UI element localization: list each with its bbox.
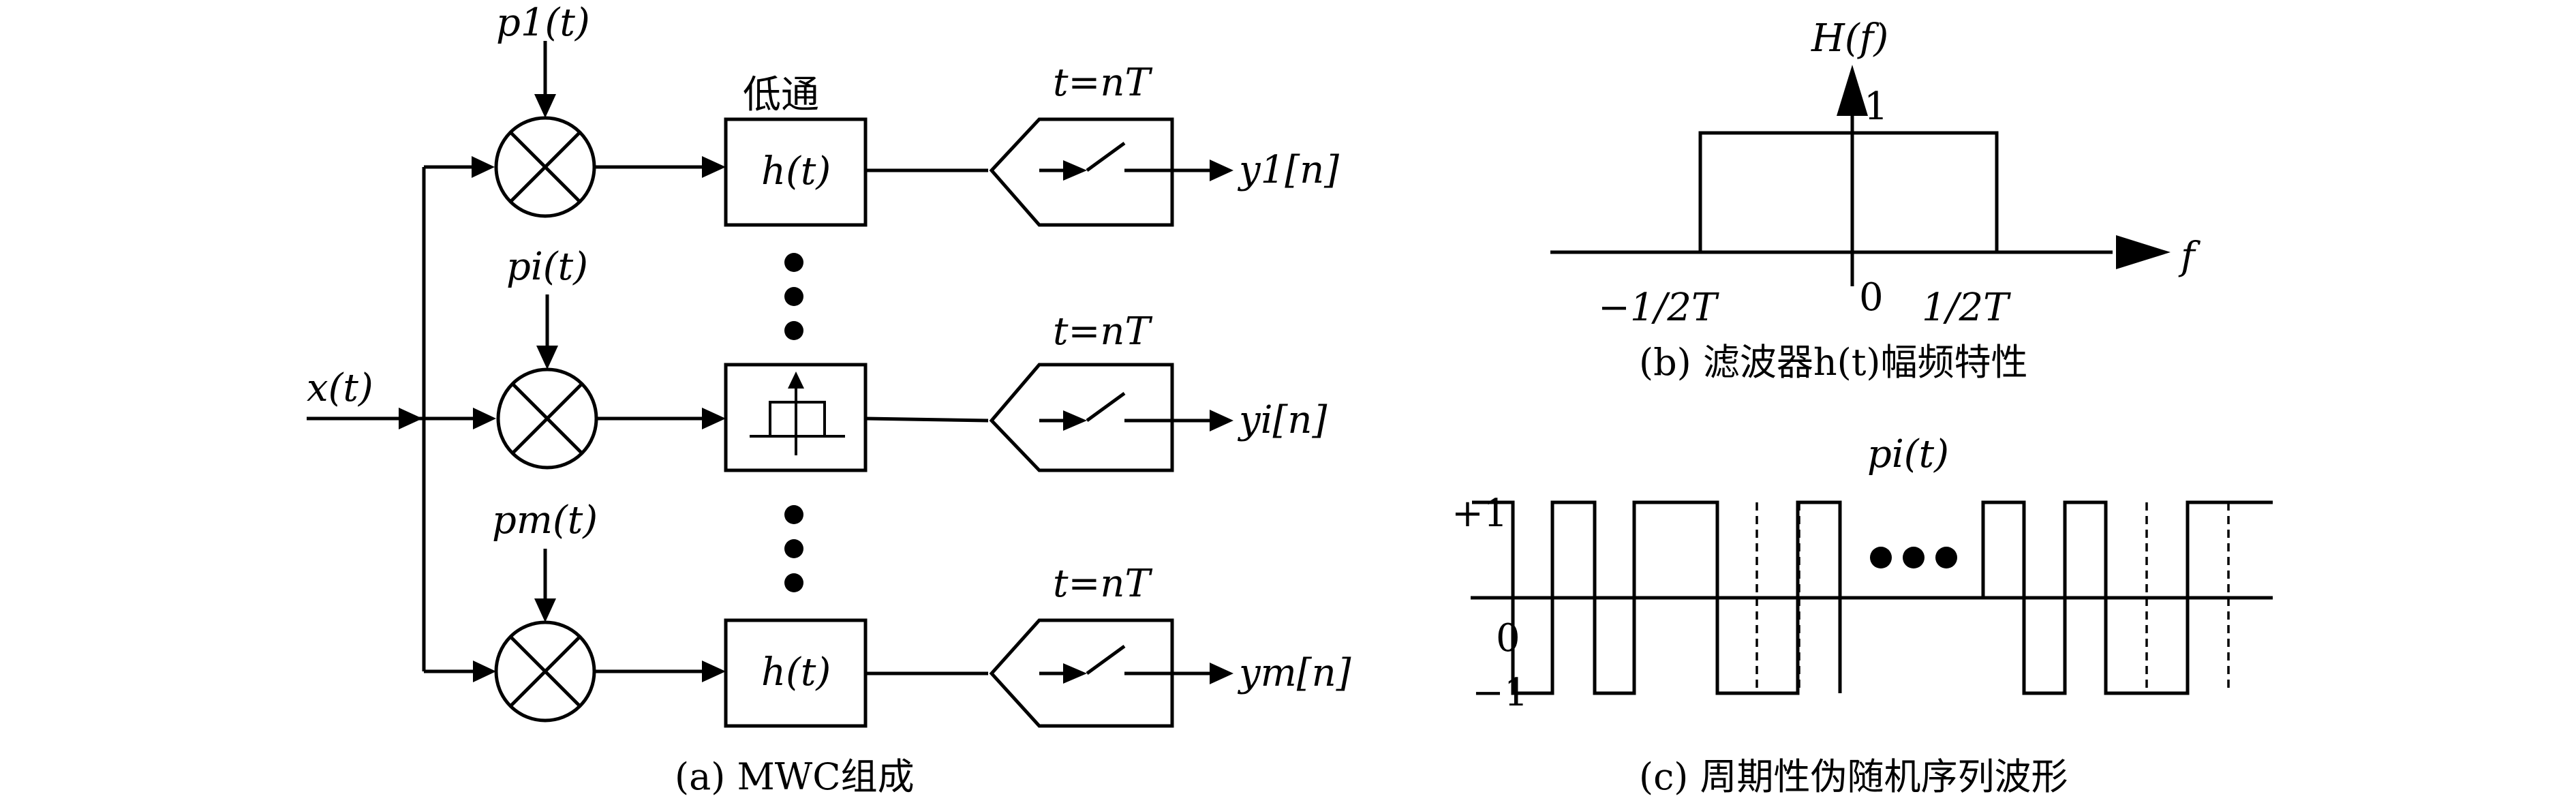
tick-left: −1/2T [1598, 286, 1719, 330]
sampler-i-label: t=nT [1053, 309, 1152, 354]
tick-origin: 0 [1859, 275, 1884, 320]
input-label: x(t) [307, 366, 373, 410]
h-axis-label: H(f) [1811, 16, 1888, 61]
caption-c: (c) 周期性伪随机序列波形 [1639, 755, 2068, 798]
level-high-label: +1 [1452, 491, 1508, 536]
sampler-m-label: t=nT [1053, 562, 1152, 606]
ellipsis-dot [1903, 547, 1925, 568]
output-i-label: yi[n] [1237, 398, 1327, 442]
ellipsis-dot [784, 505, 803, 524]
channel-m: pm(t) h(t) t=nT ym[n] [424, 498, 1351, 728]
f-axis-label: f [2178, 234, 2201, 279]
waveform-right [1981, 500, 2273, 695]
sampler-i [989, 363, 1174, 472]
ellipsis-dot [784, 287, 803, 306]
mixer-1-label: p1(t) [496, 1, 590, 45]
waveform-title: pi(t) [1867, 432, 1949, 476]
input-arrow [399, 408, 423, 429]
output-m-label: ym[n] [1237, 651, 1351, 695]
ellipsis-dot [1935, 547, 1957, 568]
lowpass-symbol [750, 371, 845, 455]
channel-1: p1(t) h(t) 低通 t=nT y1[n] [424, 1, 1339, 227]
filter-m-label: h(t) [761, 650, 831, 695]
ellipsis-dot [784, 253, 803, 272]
lowpass-label: 低通 [743, 73, 819, 117]
mixer-i-label: pi(t) [506, 245, 588, 289]
tick-right: 1/2T [1922, 286, 2011, 330]
ellipsis-dot [1870, 547, 1892, 568]
level-zero-label: 0 [1496, 616, 1520, 660]
caption-b: (b) 滤波器h(t)幅频特性 [1639, 341, 2027, 384]
panel-a-mwc-block-diagram: x(t) p1(t) h(t) 低通 t=nT y1[n [307, 1, 1351, 798]
passband-rect [1698, 131, 1999, 252]
output-1-label: y1[n] [1237, 148, 1339, 192]
ellipsis-dot [784, 573, 803, 592]
sampler-1-label: t=nT [1053, 61, 1152, 105]
lowpass-filter-i [724, 363, 868, 472]
waveform-left [1472, 500, 1842, 695]
h-axis-arrow [1837, 65, 1868, 116]
mixer-m-label: pm(t) [492, 498, 598, 543]
channel-i: pi(t) t=nT yi[n] [424, 245, 1327, 472]
f-axis-arrow [2116, 235, 2171, 269]
panel-b-filter-response: H(f) 1 f −1/2T 0 1/2T (b) 滤波器h(t)幅频特性 [1550, 16, 2201, 384]
panel-c-pn-waveform: pi(t) +1 0 −1 (c) 周期性伪随机序列波形 [1452, 432, 2273, 798]
filter-1-label: h(t) [761, 149, 831, 194]
caption-a: (a) MWC组成 [675, 755, 915, 798]
ellipsis-dot [784, 539, 803, 558]
amplitude-label: 1 [1864, 85, 1888, 129]
ellipsis-dot [784, 321, 803, 340]
